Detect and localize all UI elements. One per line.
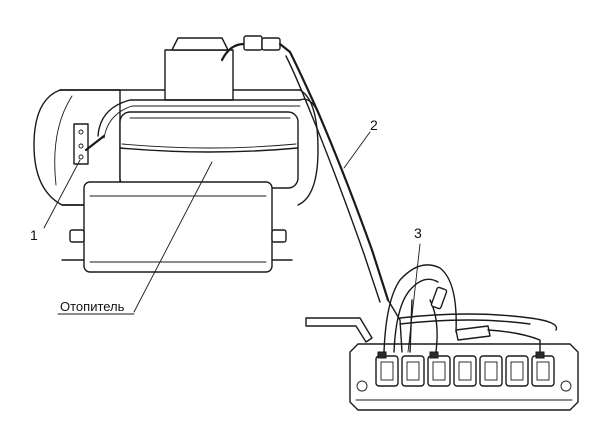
leader-line-heater <box>133 161 213 313</box>
fuse-block <box>305 264 579 411</box>
wire-harness <box>285 50 390 303</box>
leader-line-2 <box>343 131 371 169</box>
callout-3: 3 <box>414 225 422 241</box>
callout-1: 1 <box>30 227 38 243</box>
leader-line-1 <box>43 159 81 229</box>
heater-unit <box>33 37 319 273</box>
heater-label: Отопитель <box>60 299 125 314</box>
harness-connector <box>220 35 292 62</box>
leader-line-3 <box>407 243 421 353</box>
leader-lines <box>43 131 421 353</box>
callout-2: 2 <box>370 117 378 133</box>
